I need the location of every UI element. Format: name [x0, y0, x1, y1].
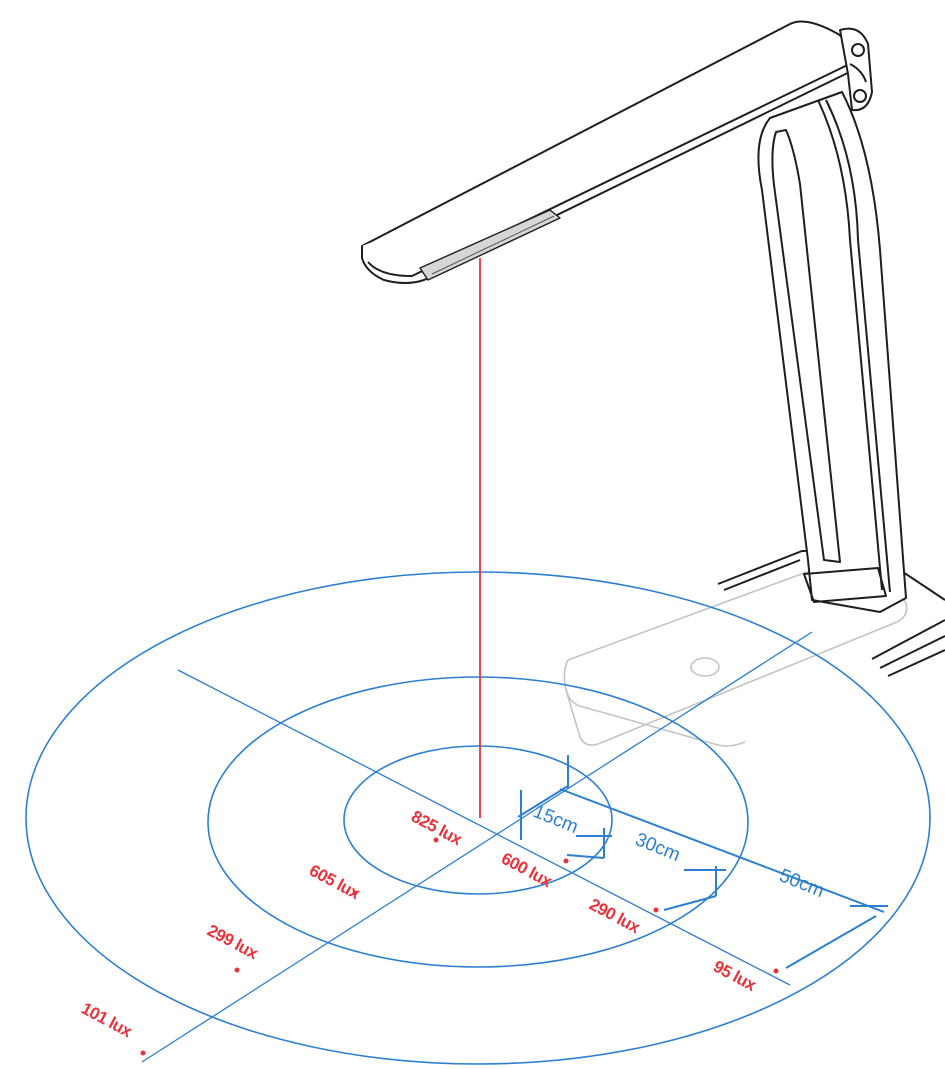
lux-label-right-ring2: 290 lux — [586, 895, 644, 938]
lux-label-left-ring1: 605 lux — [306, 861, 364, 904]
dimension-brackets — [517, 755, 888, 969]
lux-label-right-ring3: 95 lux — [710, 957, 760, 995]
ring-50cm — [25, 571, 931, 1065]
ring-15cm — [343, 745, 613, 895]
axis-lines — [141, 631, 813, 1063]
distance-label-50cm: 50cm — [776, 865, 827, 902]
lux-label-left-ring2: 299 lux — [204, 921, 262, 964]
distance-label-30cm: 30cm — [632, 829, 683, 866]
lamp-stand — [757, 91, 907, 613]
lamp-arm — [361, 20, 873, 284]
distance-label-15cm: 15cm — [530, 801, 581, 838]
lux-label-left-ring3: 101 lux — [78, 999, 136, 1042]
lux-label-right-ring1: 600 lux — [498, 849, 556, 892]
ring-30cm — [207, 676, 749, 968]
lux-markers — [140, 837, 779, 1056]
illuminance-rings — [25, 571, 931, 1065]
